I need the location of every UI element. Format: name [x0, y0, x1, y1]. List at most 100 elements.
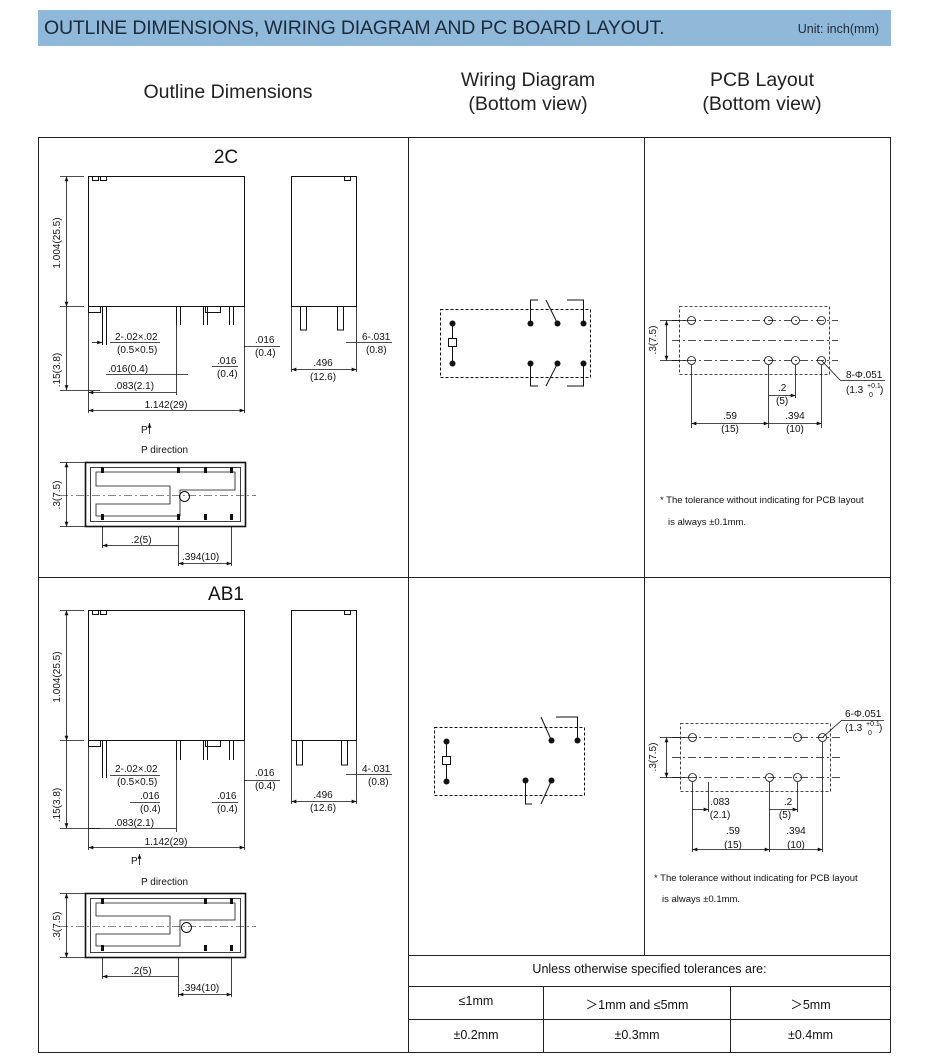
- pcb-hole-tol-zero: 0: [869, 392, 873, 399]
- dim-016b-mm-ab1: (0.4): [217, 804, 238, 815]
- bottom-dim-labels: .3(7.5) .2(5) .394(10): [52, 481, 219, 563]
- dim-pin-size-ab1: 2-.02×.02: [115, 764, 158, 775]
- side-dim-labels-ab1: 4-.031 (0.8) .496 (12.6): [310, 764, 391, 814]
- p-direction: P direction: [141, 445, 188, 456]
- wiring-diagram-ab1: [434, 716, 585, 805]
- dim-bottom-pitch: .2(5): [131, 535, 152, 546]
- dim-016c: .016: [255, 335, 275, 346]
- wiring-heading-line1: Wiring Diagram: [460, 69, 596, 91]
- dim-pin-size-mm: (0.5×0.5): [117, 345, 157, 356]
- dim-pin-height-ab1: .15(3.8): [52, 788, 63, 822]
- pcb-height-ab1: .3(7.5): [648, 743, 659, 772]
- dim-pin-size: 2-.02×.02: [115, 332, 158, 343]
- tolerance-header-2: ＞1mm and ≤5mm: [585, 998, 689, 1012]
- pcb-labels-ab1: .3(7.5) 6-Φ.051 (1.3 +0.1 0 ) .083 (2.1)…: [648, 709, 882, 905]
- dim-side-width-mm: (12.6): [310, 372, 336, 383]
- dim-side-width-mm-ab1: (12.6): [310, 803, 336, 814]
- p-label-ab1: P: [131, 856, 138, 867]
- pcb-height: .3(7.5): [648, 326, 659, 355]
- pcb-hole-size-ab1: (1.3: [845, 723, 863, 734]
- dim-016b-ab1: .016: [217, 791, 237, 802]
- front-dim-labels: 1.004(25.5) .15(3.8) 2-.02×.02 (0.5×0.5)…: [52, 217, 276, 411]
- relay-front-view-ab1: [88, 610, 245, 778]
- dim-016c-mm-ab1: (0.4): [255, 781, 276, 792]
- dim-height: 1.004(25.5): [52, 217, 63, 268]
- pcb-hole-close: ): [880, 385, 883, 396]
- pcb-hole-size: (1.3: [846, 385, 864, 396]
- relay-side-view: [291, 176, 392, 372]
- pcb-pitch-59-ab1: .59: [726, 826, 740, 837]
- dim-bottom-394: .394(10): [182, 552, 219, 563]
- section-label-2c: 2C: [214, 147, 238, 168]
- wiring-heading: Wiring Diagram (Bottom view): [428, 68, 628, 116]
- p-label: P: [141, 425, 148, 436]
- wiring-heading-line2: (Bottom view): [468, 93, 588, 115]
- dim-bottom-394-ab1: .394(10): [182, 983, 219, 994]
- dim-016b-mm: (0.4): [217, 369, 238, 380]
- tolerance-caption: Unless otherwise specified tolerances ar…: [532, 962, 767, 976]
- pcb-heading-line1: PCB Layout: [709, 69, 815, 91]
- p-direction-ab1: P direction: [141, 877, 188, 888]
- section-2c: 2C: [52, 147, 885, 566]
- dim-083-ab1: .083(2.1): [114, 818, 154, 829]
- dim-016b: .016: [217, 356, 237, 367]
- pcb-pitch-59: .59: [723, 411, 737, 422]
- title-banner: OUTLINE DIMENSIONS, WIRING DIAGRAM AND P…: [38, 10, 891, 46]
- relay-front-view: [88, 176, 245, 345]
- pcb-labels-2c: .3(7.5) 8-Φ.051 (1.3 +0.1 0 ) .2 (5) .59…: [648, 326, 883, 528]
- relay-side-view-ab1: [291, 610, 392, 804]
- pcb-heading-line2: (Bottom view): [702, 93, 822, 115]
- tolerance-value-3: ±0.4mm: [787, 1028, 834, 1042]
- tolerance-header-1: ≤1mm: [458, 994, 494, 1008]
- dim-side-pins: 6-.031: [362, 332, 391, 343]
- dim-width: 1.142(29): [145, 400, 188, 411]
- pcb-pitch-2-mm-ab1: (5): [779, 810, 791, 821]
- pcb-pitch-2: .2: [778, 383, 787, 394]
- pcb-pitch-394-mm: (10): [786, 424, 804, 435]
- pcb-hole-tol-plus-ab1: +0.1: [866, 721, 880, 728]
- section-label-ab1: AB1: [208, 584, 244, 605]
- dim-bottom-pitch-ab1: .2(5): [131, 966, 152, 977]
- dim-side-width: .496: [313, 358, 333, 369]
- tolerance-value-2: ±0.3mm: [614, 1028, 660, 1042]
- pcb-hole-count-ab1: 6-Φ.051: [845, 709, 882, 720]
- dim-height-ab1: 1.004(25.5): [52, 651, 63, 702]
- pcb-layout-2c: [660, 306, 885, 428]
- dim-pin-size-mm-ab1: (0.5×0.5): [117, 777, 157, 788]
- side-dim-labels: 6-.031 (0.8) .496 (12.6): [310, 332, 391, 383]
- front-dimensions-ab1: [60, 610, 280, 850]
- dim-side-width-ab1: .496: [313, 790, 333, 801]
- tolerance-value-1: ±0.2mm: [453, 1028, 499, 1042]
- pcb-note-line2-ab1: is always ±0.1mm.: [662, 894, 740, 905]
- dim-width-ab1: 1.142(29): [145, 837, 188, 848]
- pcb-hole-count: 8-Φ.051: [846, 370, 883, 381]
- dim-side-pins-mm: (0.8): [366, 345, 387, 356]
- dim-side-pins-mm-ab1: (0.8): [368, 777, 389, 788]
- pcb-hole-tol-plus: +0.1: [867, 383, 881, 390]
- dim-bottom-height-ab1: .3(7.5): [52, 912, 63, 941]
- pcb-heading: PCB Layout (Bottom view): [662, 68, 862, 116]
- grid-frame: [38, 137, 891, 1053]
- wiring-diagram-2c: [440, 299, 591, 387]
- relay-bottom-view-ab1: [60, 892, 256, 997]
- front-dimensions: [60, 176, 280, 413]
- pcb-hole-tol-zero-ab1: 0: [868, 730, 872, 737]
- pcb-pitch-394-ab1: .394: [786, 826, 806, 837]
- unit-label: Unit: inch(mm): [797, 22, 879, 36]
- dim-083: .083(2.1): [114, 381, 154, 392]
- dim-016a-ab1: .016: [140, 791, 160, 802]
- dim-side-pins-ab1: 4-.031: [362, 764, 391, 775]
- pcb-pitch-394-mm-ab1: (10): [787, 840, 805, 851]
- pcb-pitch-2-ab1: .2: [784, 797, 793, 808]
- pcb-note-line1: * The tolerance without indicating for P…: [660, 495, 864, 506]
- pcb-pitch-083-mm-ab1: (2.1): [710, 810, 731, 821]
- pcb-pitch-394: .394: [785, 411, 805, 422]
- dim-016a-mm-ab1: (0.4): [140, 804, 161, 815]
- outline-heading-text: Outline Dimensions: [143, 81, 313, 103]
- outline-heading: Outline Dimensions: [108, 80, 348, 104]
- dim-016c-mm: (0.4): [255, 348, 276, 359]
- pcb-pitch-59-mm: (15): [721, 424, 739, 435]
- dim-016c-ab1: .016: [255, 768, 275, 779]
- relay-bottom-view: [60, 461, 256, 566]
